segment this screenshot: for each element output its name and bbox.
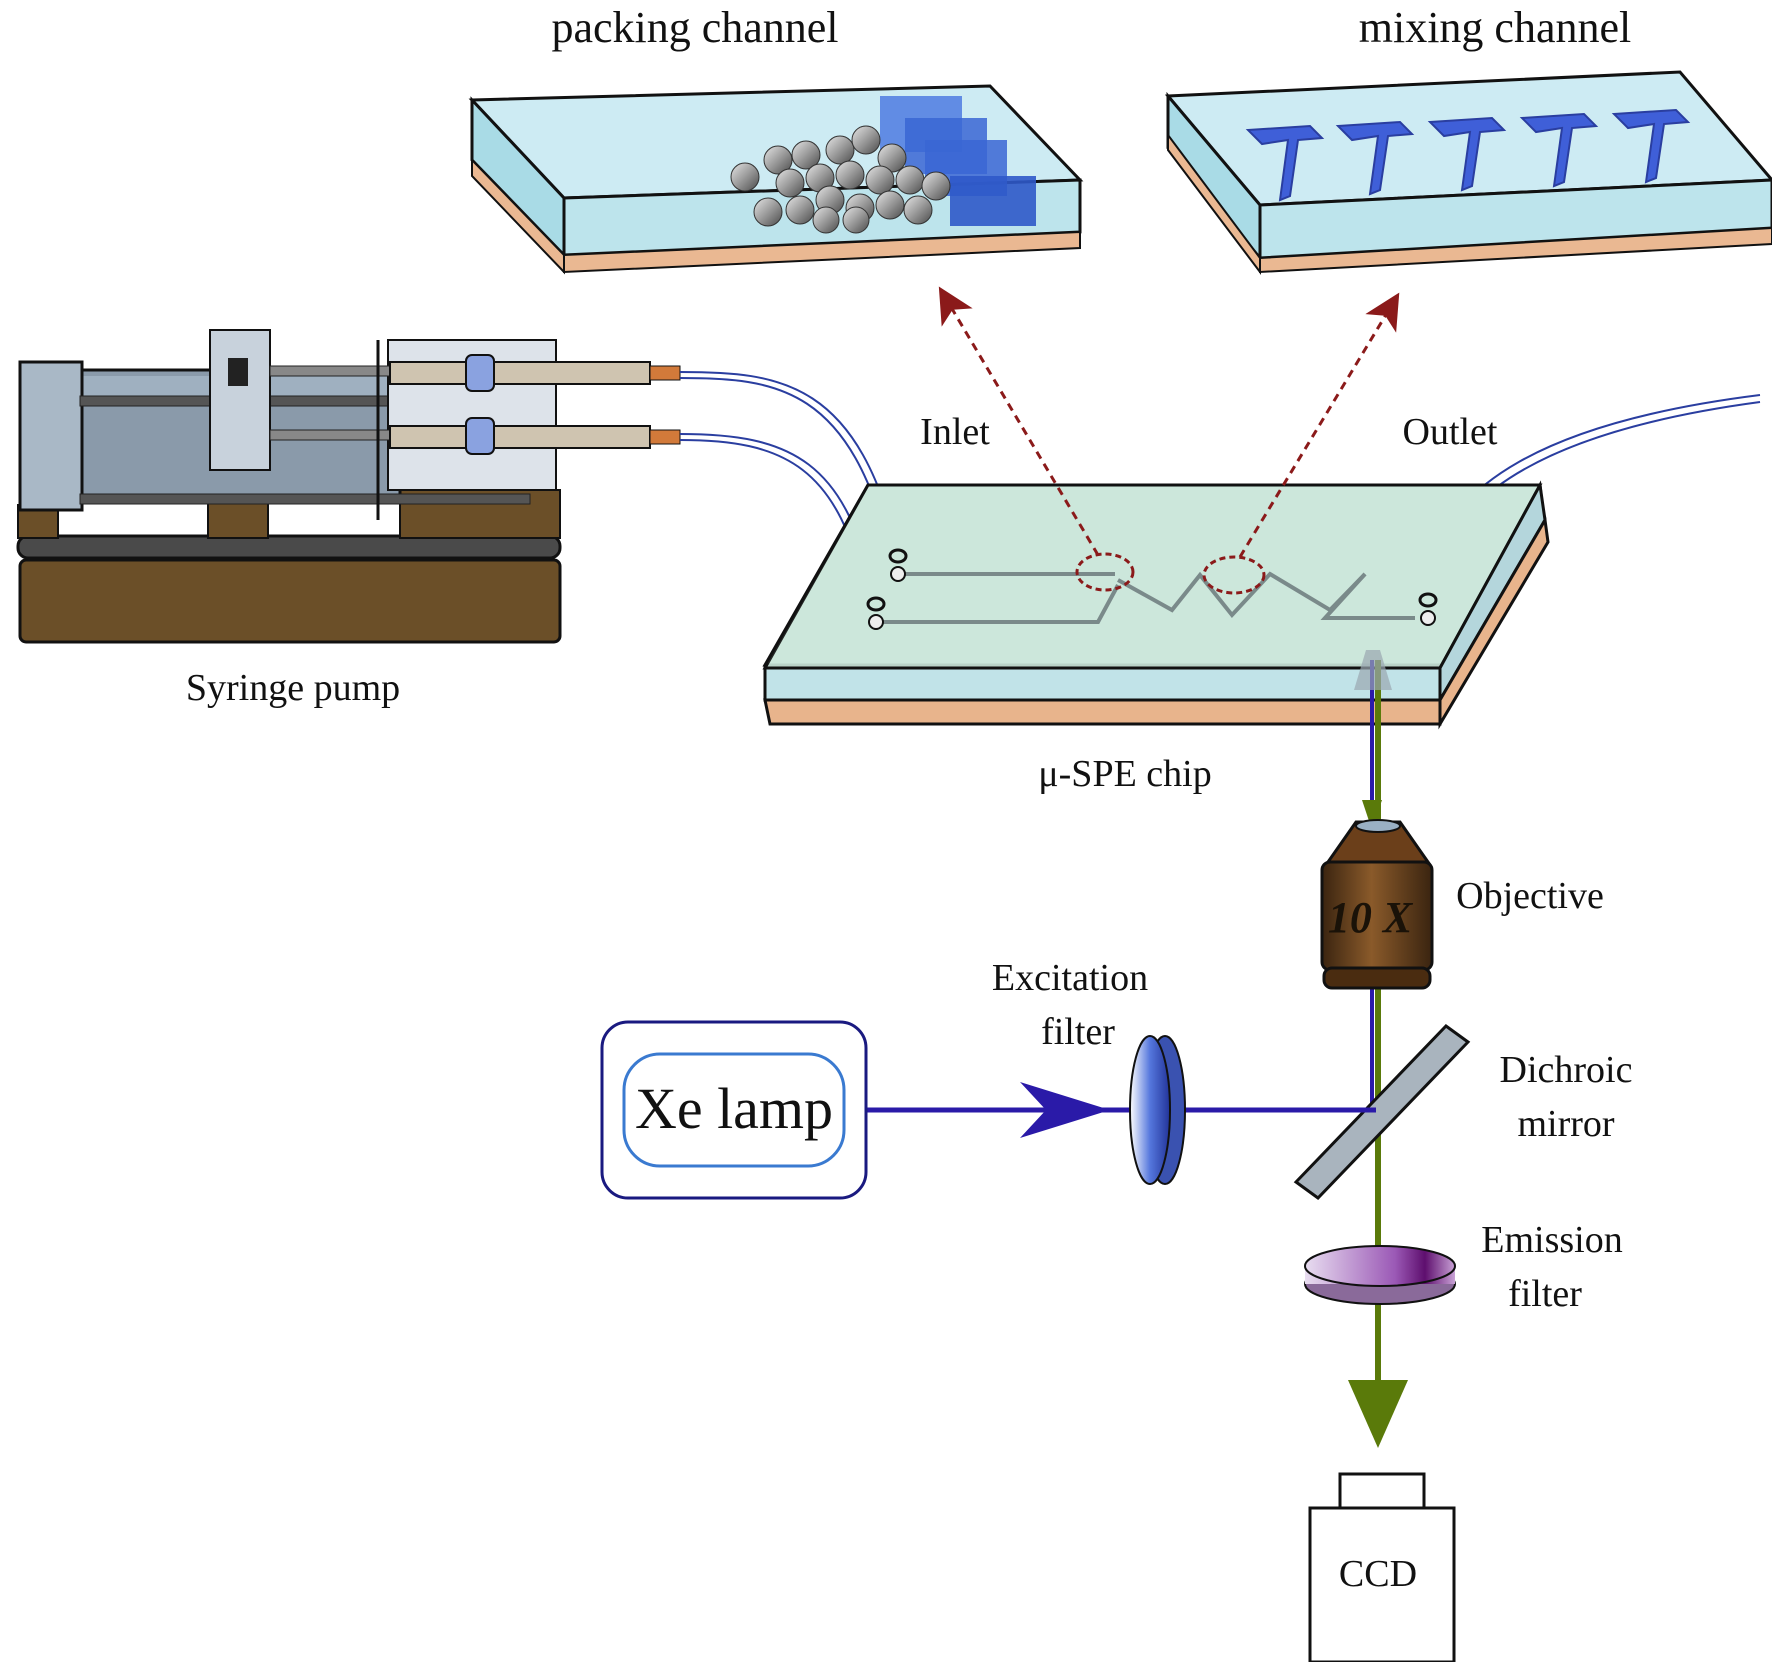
- inlet-label: Inlet: [920, 411, 990, 453]
- mixing-zone-marker: [1202, 555, 1266, 595]
- dichroic-label-line2: mirror: [1517, 1103, 1614, 1145]
- excitation-filter-label-line2: filter: [1041, 1011, 1115, 1053]
- ccd-label: CCD: [1339, 1553, 1417, 1595]
- mixing-baffles: [1245, 108, 1691, 202]
- mixing-channel-title: mixing channel: [1359, 3, 1632, 52]
- emission-filter-label-line2: filter: [1508, 1273, 1582, 1315]
- syringe-bottom: [389, 417, 681, 455]
- excitation-filter: [1129, 1035, 1186, 1185]
- spe-chip: [762, 480, 1550, 730]
- syringe-top: [389, 354, 681, 392]
- syringe-pump: [16, 329, 681, 644]
- chip-microchannels: [875, 571, 1415, 624]
- chip-label: μ-SPE chip: [1038, 753, 1211, 795]
- emission-filter: [1304, 1245, 1456, 1305]
- packing-zoom-arrow: [938, 286, 1100, 556]
- packing-channel-illustration: [468, 84, 1084, 275]
- objective-magnification: 10 X: [1328, 893, 1414, 942]
- dichroic-mirror: [1293, 1024, 1471, 1200]
- emission-arrowhead: [1348, 1380, 1408, 1448]
- syringe-pump-label: Syringe pump: [186, 667, 400, 709]
- outlet-label: Outlet: [1403, 411, 1498, 453]
- mixing-channel-illustration: [1164, 70, 1772, 275]
- packing-beads: [730, 125, 951, 234]
- excitation-arrowhead: [1020, 1082, 1110, 1138]
- excitation-filter-label-line1: Excitation: [992, 957, 1148, 999]
- dichroic-label-line1: Dichroic: [1500, 1049, 1633, 1091]
- xe-lamp-label: Xe lamp: [635, 1076, 833, 1141]
- xe-lamp: Xe lamp: [600, 1020, 868, 1200]
- packing-zone-marker: [1075, 552, 1135, 592]
- emission-filter-label-line1: Emission: [1481, 1219, 1622, 1261]
- ccd-camera: CCD: [1308, 1472, 1456, 1662]
- packing-channel-title: packing channel: [551, 3, 838, 52]
- objective-lens: 10 X: [1320, 819, 1434, 990]
- objective-label: Objective: [1456, 875, 1604, 917]
- mixing-zoom-arrow: [1238, 292, 1400, 558]
